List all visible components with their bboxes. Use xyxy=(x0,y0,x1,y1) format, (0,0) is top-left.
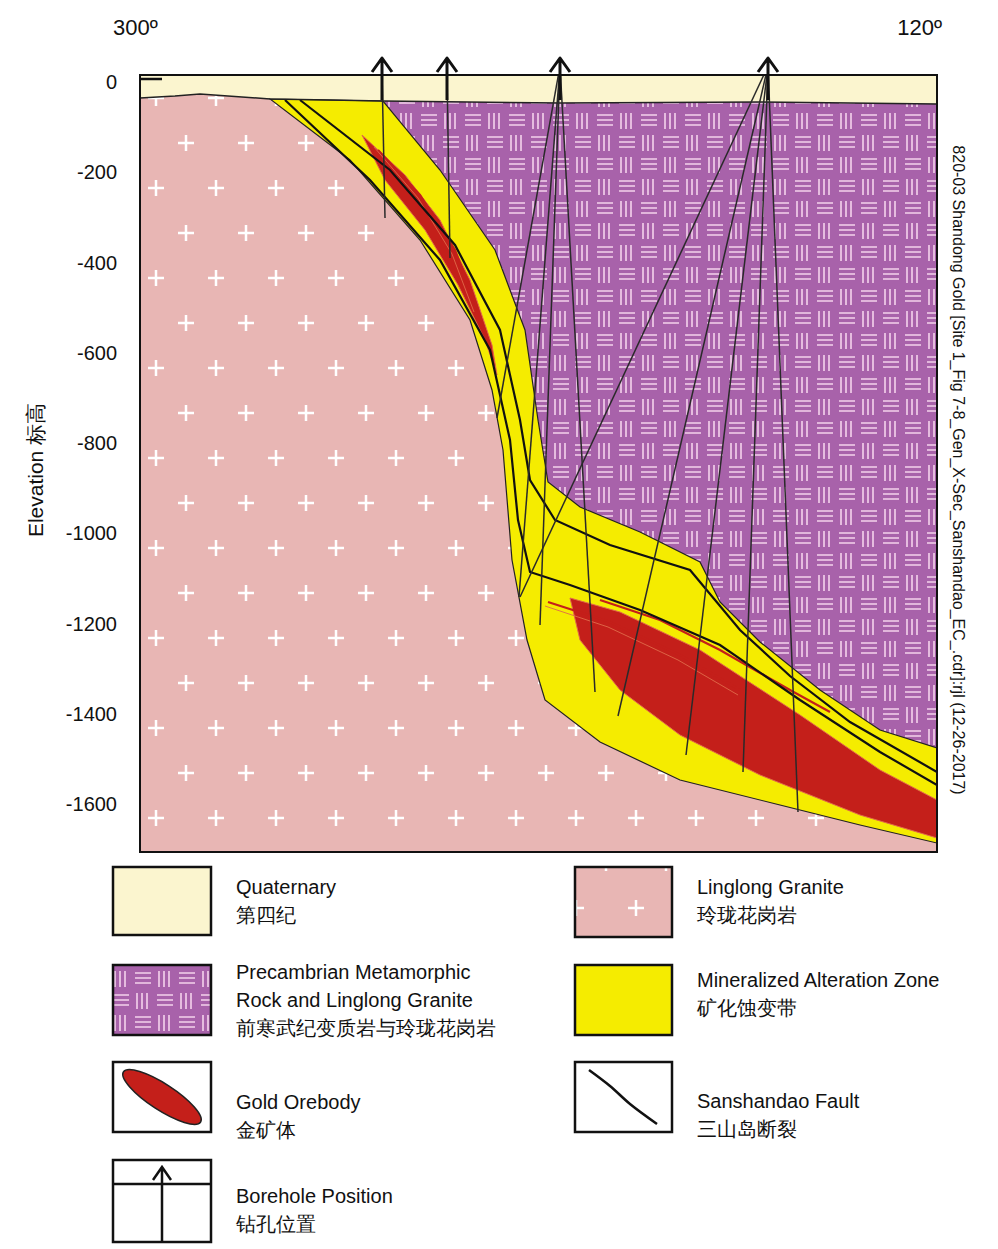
swatch-box xyxy=(113,965,211,1035)
elevation-tick-label: -600 xyxy=(77,341,117,365)
legend-swatch xyxy=(575,867,672,937)
axis-title: Elevation 标高 xyxy=(23,403,48,537)
legend-swatch xyxy=(113,1160,211,1242)
legend-text: Linglong Granite 玲珑花岗岩 xyxy=(697,873,862,929)
azimuth-label: 120º xyxy=(897,15,942,41)
elevation-tick-label: -800 xyxy=(77,431,117,455)
elevation-tick-label: -200 xyxy=(77,160,117,184)
legend-swatch xyxy=(575,965,672,1035)
swatch-box xyxy=(575,965,672,1035)
swatch-box xyxy=(575,867,672,937)
legend-swatch xyxy=(575,1062,672,1132)
legend-text: Gold Orebody 金矿体 xyxy=(236,1088,381,1144)
gold-orebody xyxy=(570,598,937,838)
swatch-border xyxy=(575,867,672,937)
azimuth-label: 300º xyxy=(113,15,158,41)
legend-text: Sanshandao Fault 三山岛断裂 xyxy=(697,1087,877,1143)
fault-symbol xyxy=(589,1070,657,1124)
sanshandao-fault xyxy=(285,100,937,785)
legend-text: Quaternary 第四纪 xyxy=(236,873,356,929)
granite-crosses xyxy=(140,75,937,852)
elevation-tick-label: -1600 xyxy=(66,792,117,816)
section-frame xyxy=(140,75,937,852)
legend-swatch xyxy=(113,1061,211,1133)
legend-swatch xyxy=(113,867,211,935)
elevation-tick-label: -1000 xyxy=(66,521,117,545)
granite-fill xyxy=(140,75,937,852)
swatch-box xyxy=(575,1062,672,1132)
swatch-border xyxy=(575,1062,672,1132)
sanshandao-fault xyxy=(300,100,937,772)
swatch-box xyxy=(113,867,211,935)
borehole-symbols xyxy=(372,58,778,100)
legend xyxy=(113,867,672,1242)
alteration-zone xyxy=(270,99,937,843)
swatch-border xyxy=(113,1062,211,1132)
section-body xyxy=(140,75,937,852)
legend-swatch xyxy=(113,965,211,1035)
borehole-symbol xyxy=(113,1167,211,1242)
elevation-tick-label: -1400 xyxy=(66,702,117,726)
swatch-border xyxy=(113,867,211,935)
legend-text: Mineralized Alteration Zone 矿化蚀变带 xyxy=(697,966,955,1022)
orebody-outline xyxy=(374,147,738,695)
gold-orebody xyxy=(362,135,497,375)
file-credit: 820-03 Shandong Gold [Site 1_Fig 7-8_Gen… xyxy=(948,145,967,794)
axis-tick xyxy=(140,78,162,81)
ground-surface xyxy=(140,94,937,104)
drill-traces xyxy=(382,75,798,812)
swatch-texture xyxy=(113,965,211,1035)
swatch-box xyxy=(113,1062,211,1132)
legend-text: Precambrian Metamorphic Rock and Linglon… xyxy=(236,958,511,1042)
swatch-border xyxy=(113,965,211,1035)
elevation-tick-label: -1200 xyxy=(66,612,117,636)
elevation-tick-label: -400 xyxy=(77,251,117,275)
swatch-texture xyxy=(575,867,672,937)
legend-text: Borehole Position 钻孔位置 xyxy=(236,1182,411,1238)
quaternary-layer xyxy=(140,75,937,104)
swatch-box xyxy=(113,1160,211,1242)
elevation-tick-label: 0 xyxy=(106,70,117,94)
swatch-border xyxy=(113,1160,211,1242)
swatch-border xyxy=(575,965,672,1035)
orebody-symbol xyxy=(116,1061,207,1133)
